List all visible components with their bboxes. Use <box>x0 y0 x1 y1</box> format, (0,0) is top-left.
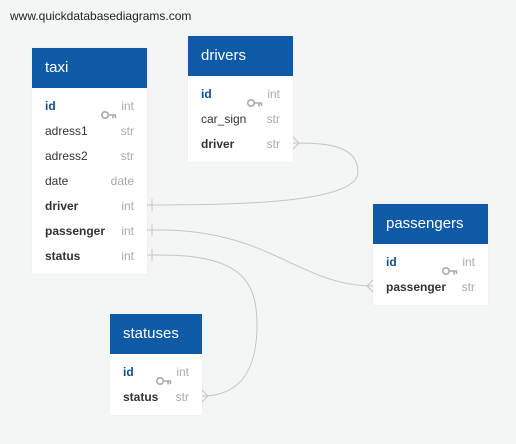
field-type: int <box>121 99 134 113</box>
field-type: str <box>120 124 134 138</box>
relation-taxi-passengers <box>147 229 374 287</box>
relation-taxi-drivers <box>147 142 359 206</box>
field-row-id[interactable]: id int <box>32 94 147 120</box>
relation-taxi-statuses <box>147 254 258 397</box>
table-drivers[interactable]: drivers id int car_sign str driver str <box>188 36 293 162</box>
key-icon <box>441 259 458 284</box>
field-type: int <box>176 365 189 379</box>
field-name: date <box>45 174 69 188</box>
field-row-date[interactable]: date date <box>32 169 147 194</box>
field-name: passenger <box>45 224 106 238</box>
field-name: driver <box>45 199 79 213</box>
field-row-id[interactable]: id int <box>188 82 293 108</box>
field-type: str <box>175 390 189 404</box>
field-name: id <box>201 87 212 101</box>
field-row-status[interactable]: status str <box>110 385 202 410</box>
table-title[interactable]: drivers <box>188 36 293 76</box>
field-type: str <box>461 280 475 294</box>
field-name: adress1 <box>45 124 88 138</box>
field-type: int <box>121 199 134 213</box>
key-icon <box>155 369 172 394</box>
field-row-passenger[interactable]: passenger int <box>32 219 147 244</box>
field-type: int <box>121 224 134 238</box>
field-name: id <box>123 365 134 379</box>
field-type: str <box>120 149 134 163</box>
relation-taxi-passengers-many-mark <box>366 279 374 293</box>
site-url: www.quickdatabasediagrams.com <box>10 9 192 23</box>
relation-taxi-drivers-many-mark <box>292 136 300 150</box>
table-statuses[interactable]: statuses id int status str <box>110 314 202 415</box>
field-name: car_sign <box>201 112 247 126</box>
key-icon <box>100 103 117 128</box>
field-name: status <box>45 249 81 263</box>
field-type: int <box>121 249 134 263</box>
field-row-id[interactable]: id int <box>110 360 202 386</box>
table-title[interactable]: taxi <box>32 48 147 88</box>
field-name: status <box>123 390 159 404</box>
field-row-driver[interactable]: driver int <box>32 194 147 219</box>
field-row-status[interactable]: status int <box>32 244 147 269</box>
field-row-adress1[interactable]: adress1 str <box>32 119 147 144</box>
table-title[interactable]: passengers <box>373 204 488 244</box>
field-type: int <box>462 255 475 269</box>
field-name: id <box>45 99 56 113</box>
field-row-car-sign[interactable]: car_sign str <box>188 107 293 132</box>
field-type: str <box>266 112 280 126</box>
field-name: id <box>386 255 397 269</box>
field-name: passenger <box>386 280 447 294</box>
table-title[interactable]: statuses <box>110 314 202 354</box>
field-row-id[interactable]: id int <box>373 250 488 276</box>
key-icon <box>246 91 263 116</box>
table-passengers[interactable]: passengers id int passenger str <box>373 204 488 305</box>
field-type: str <box>266 137 280 151</box>
field-row-driver[interactable]: driver str <box>188 132 293 157</box>
field-name: driver <box>201 137 235 151</box>
field-row-passenger[interactable]: passenger str <box>373 275 488 300</box>
relation-taxi-statuses-many-mark <box>201 389 209 403</box>
field-type: int <box>267 87 280 101</box>
field-type: date <box>110 174 134 188</box>
table-taxi[interactable]: taxi id int adress1 str adress2 str date… <box>32 48 147 274</box>
field-name: adress2 <box>45 149 88 163</box>
field-row-adress2[interactable]: adress2 str <box>32 144 147 169</box>
